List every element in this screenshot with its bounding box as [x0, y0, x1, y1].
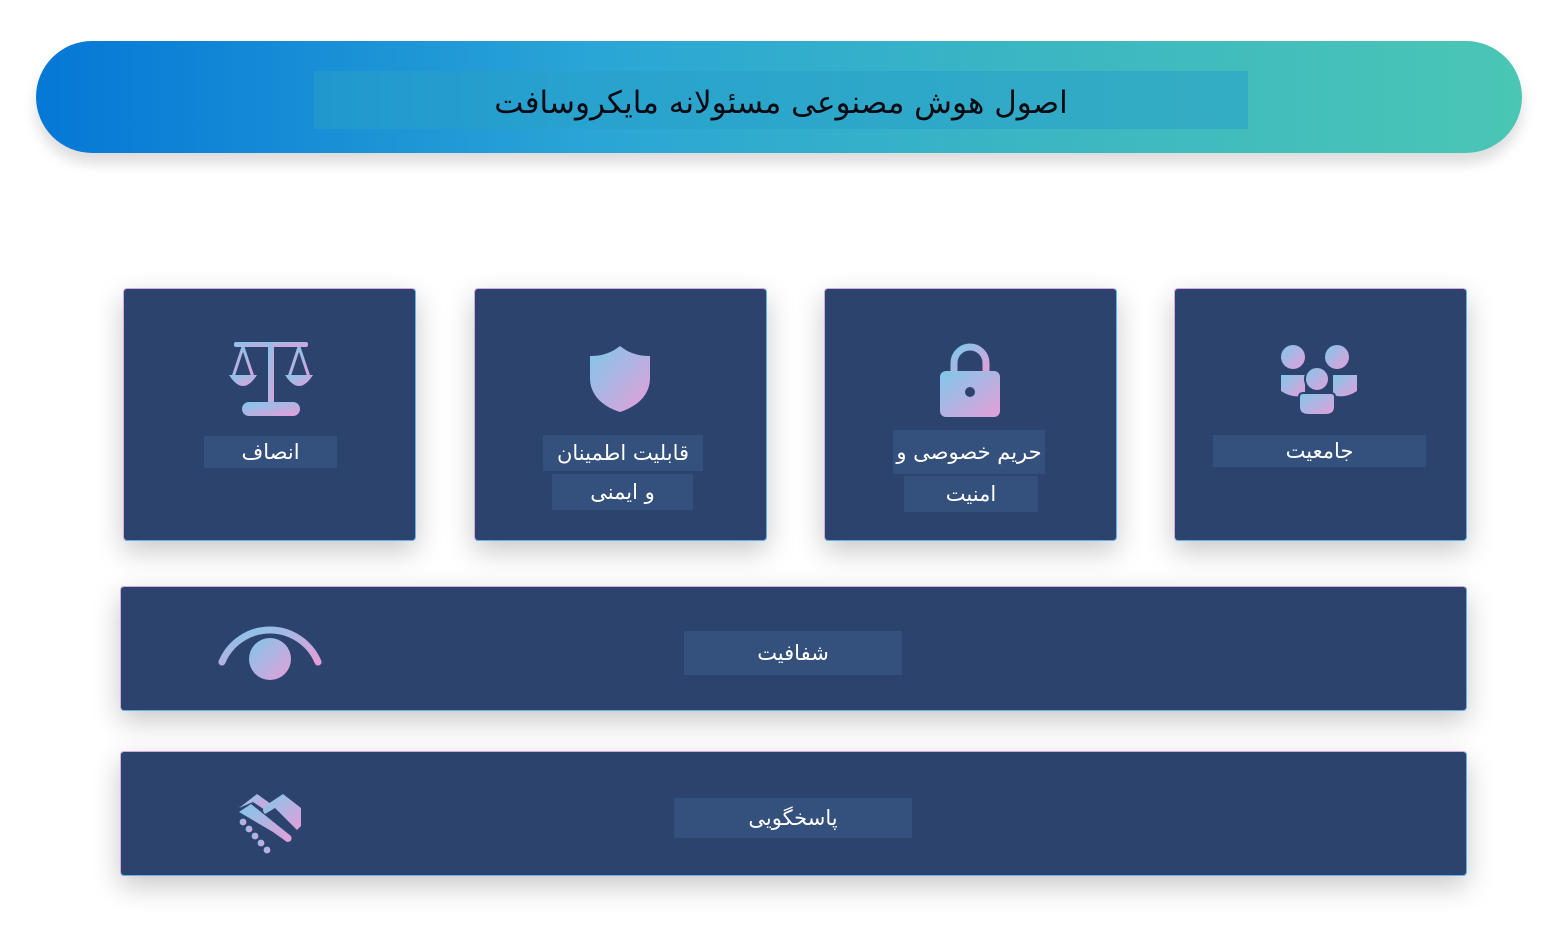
shield-icon — [590, 346, 650, 412]
card-label-box: حریم خصوصی و — [893, 430, 1045, 474]
card-label-box: امنیت — [904, 476, 1038, 512]
row-label: پاسخگویی — [748, 806, 838, 830]
card-label-box: انصاف — [204, 436, 337, 468]
header-banner: اصول هوش مصنوعی مسئولانه مایکروسافت — [36, 41, 1522, 153]
card-label-box: قابلیت اطمینان — [543, 435, 703, 471]
card-label-line2: امنیت — [945, 482, 997, 506]
card-label-box: جامعیت — [1213, 435, 1426, 467]
card-label-line1: حریم خصوصی و — [896, 440, 1042, 464]
eye-icon — [218, 626, 322, 680]
card-label-box: و ایمنی — [552, 474, 693, 510]
row-label: شفافیت — [757, 641, 829, 665]
card-reliability-safety[interactable]: قابلیت اطمینان و ایمنی — [474, 288, 767, 541]
page-title: اصول هوش مصنوعی مسئولانه مایکروسافت — [494, 85, 1068, 121]
row-label-box: پاسخگویی — [674, 798, 912, 838]
handshake-icon — [239, 794, 301, 854]
scale-icon — [229, 342, 313, 416]
card-label: انصاف — [241, 440, 300, 464]
people-icon — [1281, 345, 1357, 416]
row-transparency[interactable]: شفافیت — [120, 586, 1467, 711]
row-accountability[interactable]: پاسخگویی — [120, 751, 1467, 876]
card-label: جامعیت — [1285, 439, 1354, 463]
lock-icon — [940, 343, 1000, 417]
card-inclusiveness[interactable]: جامعیت — [1174, 288, 1467, 541]
card-fairness[interactable]: انصاف — [123, 288, 416, 541]
card-label-line1: قابلیت اطمینان — [556, 441, 690, 465]
header-title-box: اصول هوش مصنوعی مسئولانه مایکروسافت — [314, 71, 1248, 129]
card-privacy-security[interactable]: حریم خصوصی و امنیت — [824, 288, 1117, 541]
card-label-line2: و ایمنی — [590, 480, 655, 504]
row-label-box: شفافیت — [684, 631, 902, 675]
